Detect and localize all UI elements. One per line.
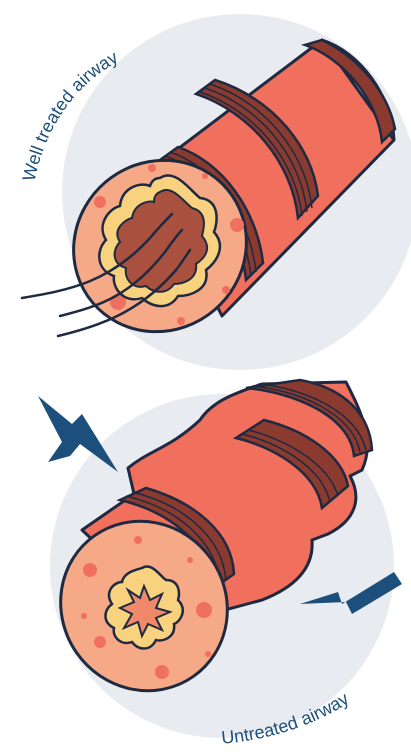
untreated-airway-panel: Untreated airway: [38, 378, 402, 748]
treated-lumen: [113, 189, 208, 293]
treated-strands: [20, 212, 192, 338]
untreated-tissue-spots: [81, 536, 212, 679]
lightning-bolt-icon: [38, 396, 118, 472]
well-treated-airway-panel: Well treated airway: [19, 14, 411, 370]
untreated-lumen: [117, 583, 173, 639]
lightning-bolt-icon: [300, 572, 402, 614]
